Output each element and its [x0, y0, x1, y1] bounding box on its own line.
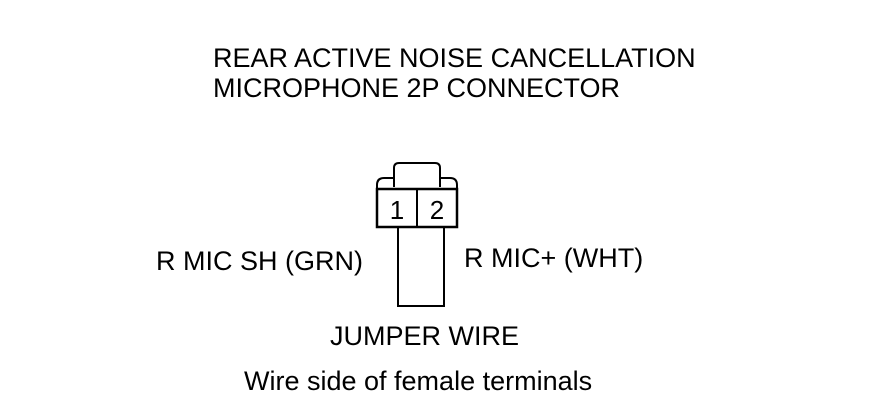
connector-shoulder [376, 177, 458, 190]
left-wire-label: R MIC SH (GRN) [156, 246, 363, 276]
diagram-title-line-1: REAR ACTIVE NOISE CANCELLATION [213, 43, 696, 73]
connector-latch [393, 162, 441, 187]
jumper-wire [397, 227, 445, 307]
diagram-caption: Wire side of female terminals [244, 366, 593, 396]
diagram-title-line-2: MICROPHONE 2P CONNECTOR [213, 73, 621, 103]
pin-1-label: 1 [390, 195, 404, 225]
right-wire-label: R MIC+ (WHT) [464, 243, 644, 273]
jumper-wire-label: JUMPER WIRE [330, 321, 519, 351]
pin-2-label: 2 [430, 195, 444, 225]
